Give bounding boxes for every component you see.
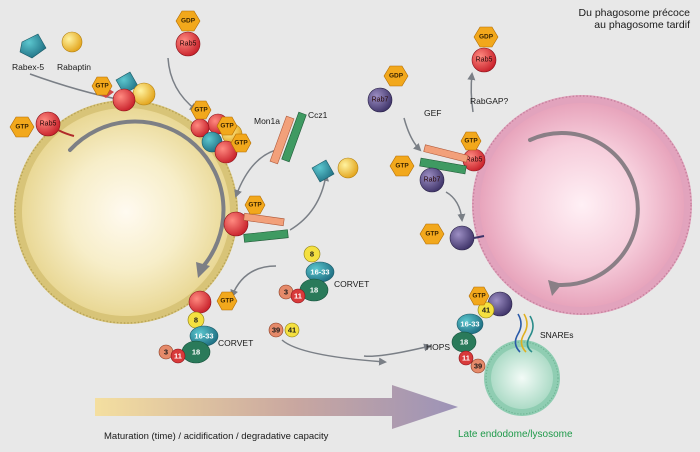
svg-text:GTP: GTP [95, 83, 109, 90]
early-rotation-arrow [68, 119, 226, 272]
rab7-protein: Rab7 [367, 87, 393, 113]
corvet-label: CORVET [218, 338, 253, 348]
maturation-label: Maturation (time) / acidification / degr… [104, 431, 329, 442]
gtp-tag: GTP [91, 76, 113, 96]
snare-complex [514, 313, 534, 353]
svg-text:GTP: GTP [472, 293, 486, 300]
svg-text:18: 18 [192, 348, 200, 357]
vps39-vps41-free: 39 41 [268, 322, 300, 338]
gdp-tag: GDP [473, 26, 499, 48]
svg-text:GTP: GTP [220, 298, 234, 305]
svg-text:8: 8 [194, 316, 198, 325]
mon1a-label: Mon1a [254, 116, 280, 126]
svg-text:3: 3 [164, 348, 168, 357]
late-phagosome [472, 95, 692, 315]
rabaptin-label: Rabaptin [57, 62, 91, 72]
svg-text:11: 11 [294, 292, 302, 301]
rab5-protein: Rab5 [471, 47, 497, 73]
svg-text:18: 18 [460, 338, 468, 347]
rabex5-label: Rabex-5 [12, 62, 44, 72]
mon1a-ccz1-complex [269, 111, 307, 165]
corvet-membrane-complex: 8 16-33 18 3 11 [158, 290, 219, 364]
svg-text:39: 39 [272, 326, 280, 335]
snares-label: SNAREs [540, 330, 574, 340]
corvet-complex-free: 8 16-33 18 3 11 [278, 245, 335, 304]
gtp-tag: GTP [230, 133, 252, 153]
rabex-rabaptin-complex [96, 71, 156, 112]
svg-text:Rab5: Rab5 [180, 41, 197, 48]
early-phagosome [14, 100, 238, 324]
svg-text:GTP: GTP [220, 123, 234, 130]
gef-label: GEF [424, 108, 441, 118]
svg-text:8: 8 [310, 250, 314, 259]
rabaptin-protein [61, 31, 83, 53]
gtp-tag: GTP [190, 100, 212, 120]
gtp-tag: GTP [460, 131, 482, 151]
rabaptin-protein [337, 157, 359, 179]
lysosome [484, 340, 560, 416]
rabex5-protein [19, 33, 47, 59]
svg-text:Rab5: Rab5 [40, 121, 57, 128]
svg-text:16-33: 16-33 [460, 320, 479, 329]
svg-text:Rab7: Rab7 [424, 177, 441, 184]
gtp-tag: GTP [216, 291, 238, 311]
rab5-mon1a-membrane-complex [223, 211, 289, 243]
svg-text:18: 18 [310, 286, 318, 295]
rabgap-label: RabGAP? [470, 96, 509, 106]
svg-text:Rab5: Rab5 [476, 57, 493, 64]
rabex5-protein [311, 159, 335, 183]
svg-text:11: 11 [462, 354, 470, 363]
svg-text:GDP: GDP [389, 73, 404, 80]
svg-text:GTP: GTP [15, 124, 29, 131]
gtp-tag: GTP [419, 223, 445, 245]
rab7-rab5-membrane-complex: Rab5 Rab7 [419, 144, 486, 193]
svg-text:GDP: GDP [479, 34, 494, 41]
hops-complex: 41 16-33 18 11 39 [451, 291, 513, 374]
svg-text:GDP: GDP [181, 18, 196, 25]
gtp-tag: GTP [244, 195, 266, 215]
rab7-protein [449, 225, 485, 251]
title-line-2: au phagosome tardif [594, 19, 690, 31]
gdp-tag: GDP [383, 65, 409, 87]
svg-text:GTP: GTP [234, 140, 248, 147]
svg-text:41: 41 [482, 306, 490, 315]
svg-text:16-33: 16-33 [310, 268, 329, 277]
svg-text:GTP: GTP [464, 138, 478, 145]
gtp-tag: GTP [389, 155, 415, 177]
svg-text:Rab5: Rab5 [466, 157, 483, 164]
svg-text:39: 39 [474, 362, 482, 371]
svg-text:GTP: GTP [395, 163, 409, 170]
late-endosome-label: Late endodome/lysosome [458, 429, 573, 440]
gtp-tag: GTP [216, 116, 238, 136]
svg-text:41: 41 [288, 326, 296, 335]
svg-text:11: 11 [174, 352, 182, 361]
ccz1-label: Ccz1 [308, 110, 328, 120]
svg-text:Rab7: Rab7 [372, 97, 389, 104]
corvet-label: CORVET [334, 279, 369, 289]
svg-text:GTP: GTP [194, 107, 208, 114]
rab5-protein: Rab5 [175, 31, 201, 57]
maturation-arrow [95, 385, 458, 429]
rab5-protein: Rab5 [35, 111, 75, 137]
svg-text:3: 3 [284, 288, 288, 297]
svg-text:GTP: GTP [425, 231, 439, 238]
title-line-1: Du phagosome précoce [579, 7, 691, 19]
gtp-tag: GTP [9, 116, 35, 138]
svg-text:16-33: 16-33 [194, 332, 213, 341]
svg-text:GTP: GTP [248, 202, 262, 209]
late-rotation-arrow [528, 131, 640, 288]
hops-label: HOPS [426, 342, 450, 352]
gtp-tag: GTP [468, 286, 490, 306]
gdp-tag: GDP [175, 10, 201, 32]
